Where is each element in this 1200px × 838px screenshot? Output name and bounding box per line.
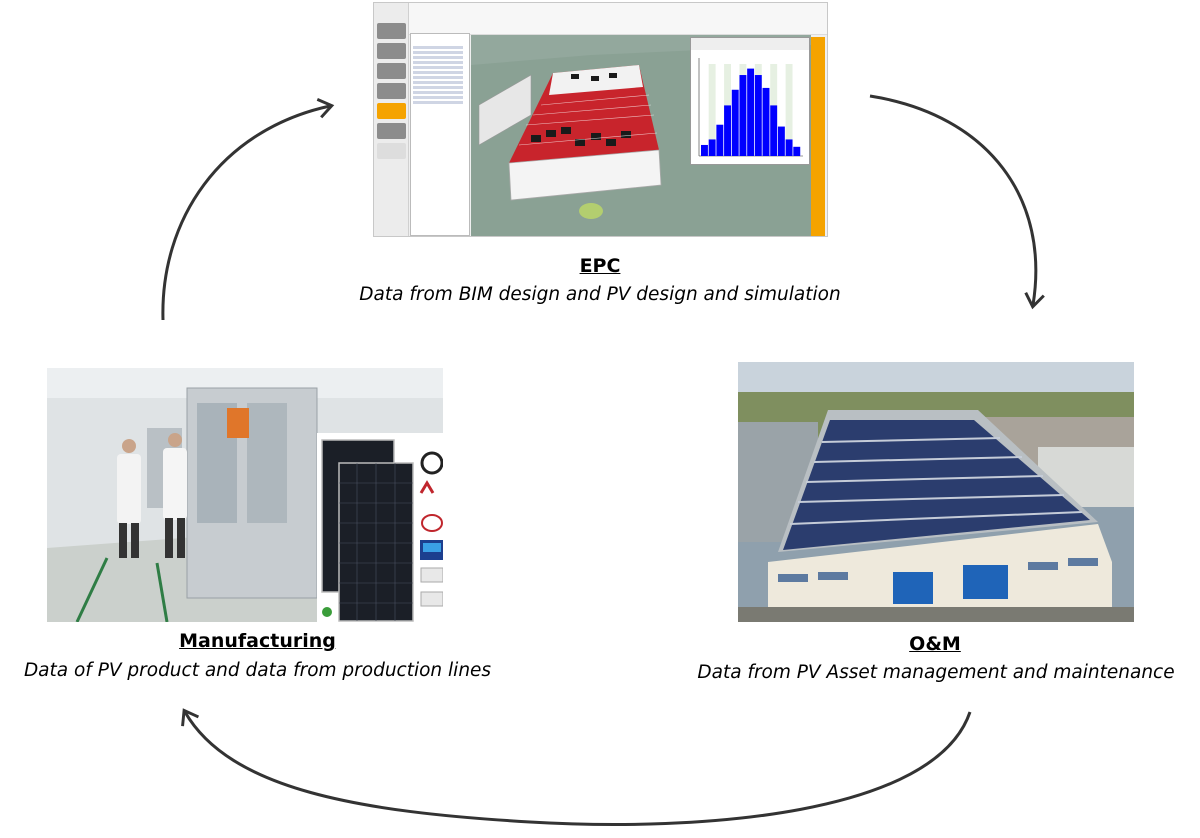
histogram-bar xyxy=(701,144,708,156)
yield-histogram-popup xyxy=(690,37,810,165)
histogram-band xyxy=(777,64,785,156)
histogram-band xyxy=(701,64,708,156)
histogram-bar xyxy=(708,139,716,156)
software-side-rail xyxy=(374,3,409,236)
histogram-band xyxy=(785,64,793,156)
software-toolbar xyxy=(374,3,827,35)
rail-button xyxy=(377,143,406,159)
histogram-band xyxy=(793,64,801,156)
histogram-bar xyxy=(731,89,739,156)
histogram-bar xyxy=(762,87,770,156)
epc-description: Data from BIM design and PV design and s… xyxy=(359,284,841,305)
om-title: O&M xyxy=(909,633,961,655)
rail-button xyxy=(377,23,406,39)
histogram-bar xyxy=(770,105,778,156)
rail-button xyxy=(377,123,406,139)
histogram-bar xyxy=(739,75,747,156)
histogram-bar xyxy=(793,146,801,156)
results-list-panel xyxy=(410,33,470,236)
histogram-bar xyxy=(754,75,762,156)
rail-button xyxy=(377,43,406,59)
histogram-bar xyxy=(785,139,793,156)
om-rooftop-pv-photo xyxy=(738,362,1134,622)
histogram-bar xyxy=(724,105,731,156)
manufacturing-description: Data of PV product and data from product… xyxy=(23,660,492,681)
ui-orange-sidebar xyxy=(811,37,825,236)
aerial-rooftop-pv-image xyxy=(738,362,1134,622)
rail-button xyxy=(377,63,406,79)
manufacturing-photo xyxy=(47,368,443,622)
worker-figures xyxy=(117,433,187,558)
arrow-epc-to-om xyxy=(869,94,1045,310)
factory-and-pv-kit-image xyxy=(47,368,443,622)
histogram-band xyxy=(716,64,724,156)
histogram-bar xyxy=(777,126,785,156)
pv-panel-kit xyxy=(321,439,443,622)
histogram-bar xyxy=(716,124,724,156)
om-description: Data from PV Asset management and mainte… xyxy=(697,662,1175,683)
rail-button xyxy=(377,83,406,99)
histogram-band xyxy=(708,64,716,156)
manufacturing-title: Manufacturing xyxy=(179,630,336,652)
building-model xyxy=(471,45,811,236)
arrow-manufacturing-to-epc xyxy=(161,98,335,321)
epc-software-screenshot xyxy=(373,2,828,237)
monthly-yield-histogram xyxy=(691,38,809,157)
epc-title: EPC xyxy=(579,255,621,277)
rail-button-active xyxy=(377,103,406,119)
arrow-om-to-manufacturing xyxy=(181,708,972,826)
histogram-bar xyxy=(747,68,755,156)
